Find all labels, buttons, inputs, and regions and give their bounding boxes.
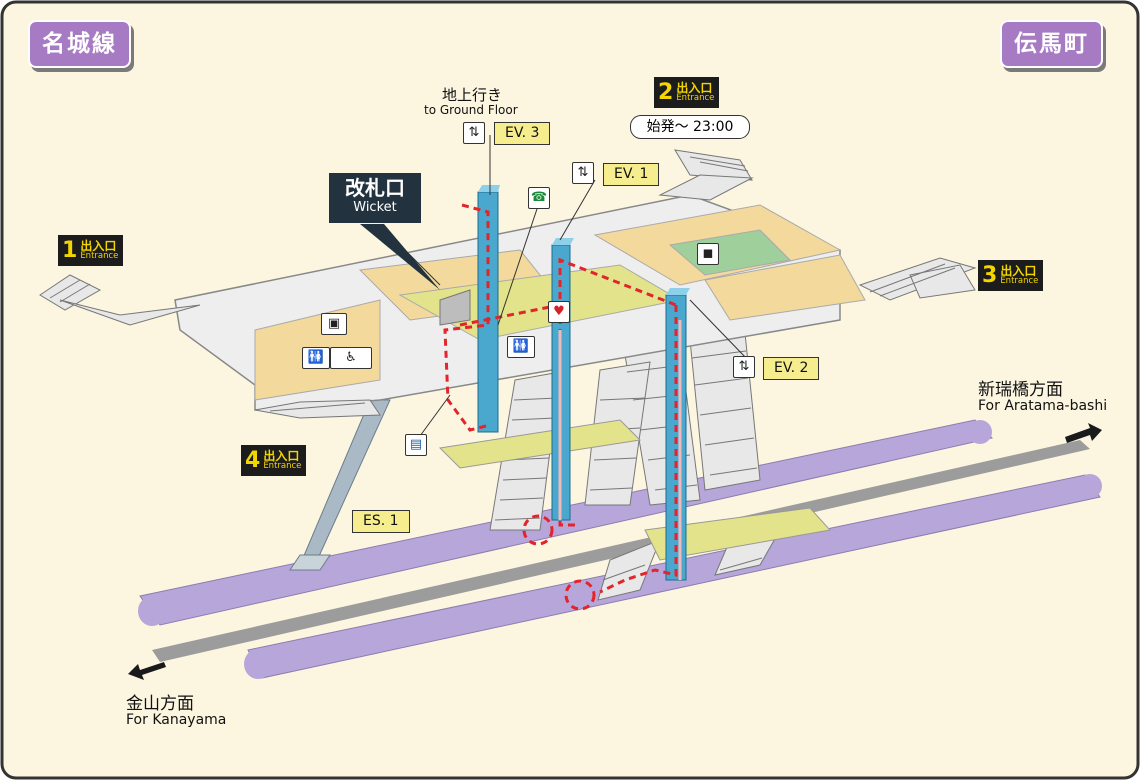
- entrance-3-en: Entrance: [1000, 276, 1039, 287]
- ground-floor-jp: 地上行き: [442, 86, 503, 104]
- elevator-icon: ⇅: [463, 122, 485, 144]
- wicket-label-en: Wicket: [353, 200, 397, 215]
- entrance-4-en: Entrance: [263, 461, 302, 472]
- wicket-label-jp: 改札口: [345, 176, 405, 200]
- entrance-2-jp: 出入口: [676, 81, 713, 96]
- elevator-icon: ⇅: [733, 356, 755, 378]
- entrance-1-jp: 出入口: [80, 239, 117, 254]
- ev1-tag: EV. 1: [603, 163, 660, 186]
- entrance-2-number: 2: [658, 79, 674, 105]
- entrance-2-en: Entrance: [676, 93, 715, 104]
- arrow-aratama: [1065, 423, 1102, 443]
- line-badge: 名城線: [28, 20, 131, 68]
- ev2-tag: EV. 2: [763, 357, 820, 380]
- direction-aratama-jp: 新瑞橋方面: [978, 380, 1063, 400]
- direction-kanayama-jp: 金山方面: [126, 694, 194, 714]
- locker-icon: ▤: [405, 434, 427, 456]
- direction-kanayama-en: For Kanayama: [126, 712, 227, 728]
- ground-floor-en: to Ground Floor: [424, 103, 518, 117]
- entrance-2-hours: 始発～ 23:00: [630, 115, 750, 139]
- entrance-stair-steps: [49, 156, 956, 412]
- ticket-gate: [439, 289, 471, 326]
- landing-2: [644, 507, 831, 561]
- station-office-icon: ◼: [697, 243, 719, 265]
- entrance-1-number: 1: [62, 237, 78, 263]
- station-badge: 伝馬町: [1000, 20, 1103, 68]
- direction-aratama-en: For Aratama-bashi: [978, 398, 1108, 414]
- entrance-3-number: 3: [982, 262, 998, 288]
- entrance-4-jp: 出入口: [263, 449, 300, 464]
- entrance-3-jp: 出入口: [1000, 264, 1037, 279]
- wicket-callout: 改札口 Wicket: [329, 173, 421, 223]
- telephone-icon: ☎: [528, 187, 550, 209]
- es1-tag: ES. 1: [352, 510, 410, 533]
- restroom-icon: 🚻: [507, 336, 535, 358]
- aed-icon: ♥: [548, 301, 570, 323]
- entrance-4-number: 4: [245, 447, 261, 473]
- arrow-kanayama: [128, 662, 166, 680]
- ticket-machine-icon: ▣: [321, 313, 347, 335]
- ev3-tag: EV. 3: [494, 122, 551, 145]
- wicket-pointer: [360, 224, 440, 290]
- entrance-1-en: Entrance: [80, 251, 119, 262]
- accessible-restroom-icon: ♿: [330, 347, 372, 369]
- restroom-icon: 🚻: [302, 347, 330, 369]
- rail-1: [152, 440, 1090, 662]
- elevator-icon: ⇅: [572, 162, 594, 184]
